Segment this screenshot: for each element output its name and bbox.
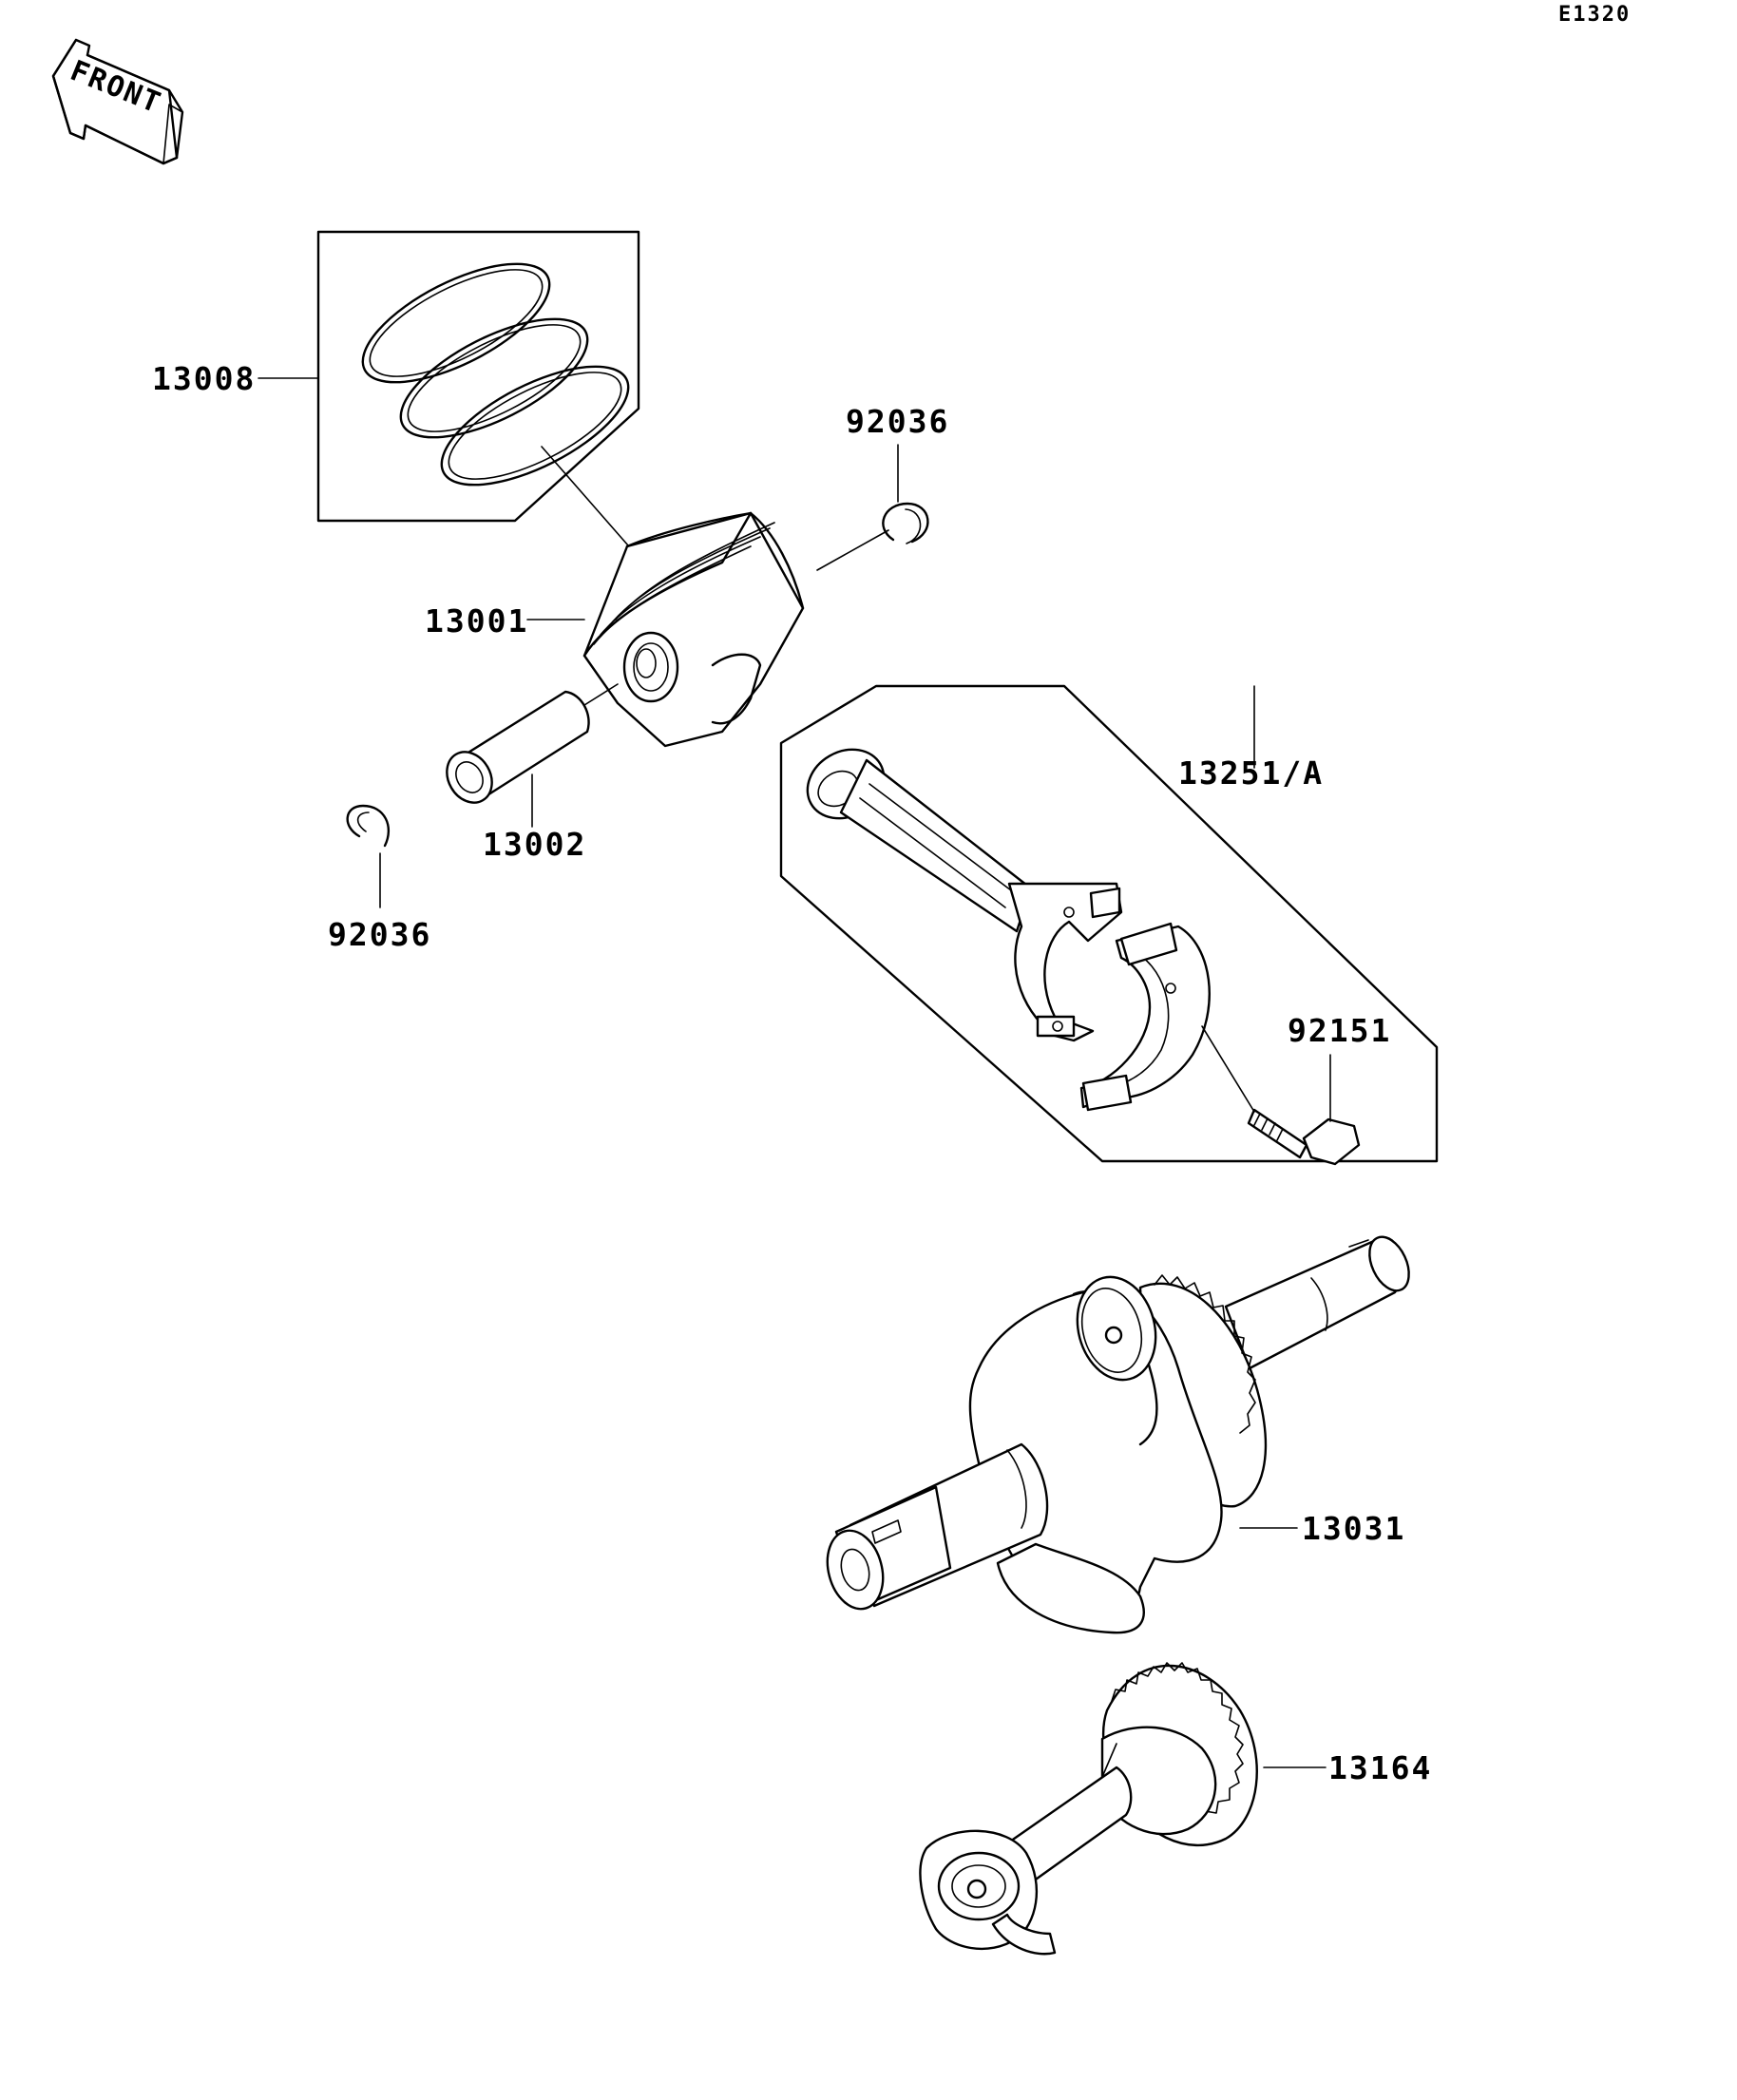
- part-number-13002: 13002: [483, 826, 586, 863]
- piston-ring-set-frame: [316, 230, 640, 523]
- leader-snap-ring-to-piston: [816, 529, 889, 571]
- part-number-13251A: 13251/A: [1178, 754, 1324, 792]
- diagram-code: E1320: [1558, 3, 1631, 27]
- connecting-rod: 13251/A: [779, 684, 1439, 1166]
- snap-ring-lower-shape: [346, 804, 390, 848]
- leader-bolt-to-cap: [1201, 1025, 1255, 1113]
- connecting-rod-bolt: 92151: [1288, 1012, 1391, 1122]
- part-number-92036-upper: 92036: [846, 403, 949, 440]
- piston: 13001: [425, 511, 805, 748]
- piston-pin: 13002: [446, 683, 619, 863]
- part-number-13001: 13001: [425, 602, 528, 640]
- part-number-92036-lower: 92036: [328, 916, 431, 953]
- part-number-13008: 13008: [152, 360, 256, 397]
- front-arrow-icon: FRONT: [51, 38, 184, 165]
- balancer-shaft: 13164: [919, 1662, 1432, 1956]
- part-number-13031: 13031: [1302, 1510, 1405, 1547]
- piston-ring-2: [399, 317, 589, 439]
- part-number-92151: 92151: [1288, 1012, 1391, 1049]
- part-number-13164: 13164: [1328, 1749, 1432, 1786]
- snap-ring-upper-shape: [882, 502, 929, 544]
- connecting-rod-frame: [779, 684, 1439, 1163]
- leader-pin-to-piston: [583, 683, 619, 706]
- crankshaft: 13031: [826, 1235, 1410, 1634]
- leader-ring-to-piston: [541, 446, 642, 562]
- piston-ring-1: [361, 262, 551, 384]
- piston-pin-snap-ring-lower: 92036: [328, 804, 431, 953]
- piston-pin-snap-ring-upper: 92036: [816, 403, 949, 571]
- piston-ring-set: 13008: [152, 230, 640, 523]
